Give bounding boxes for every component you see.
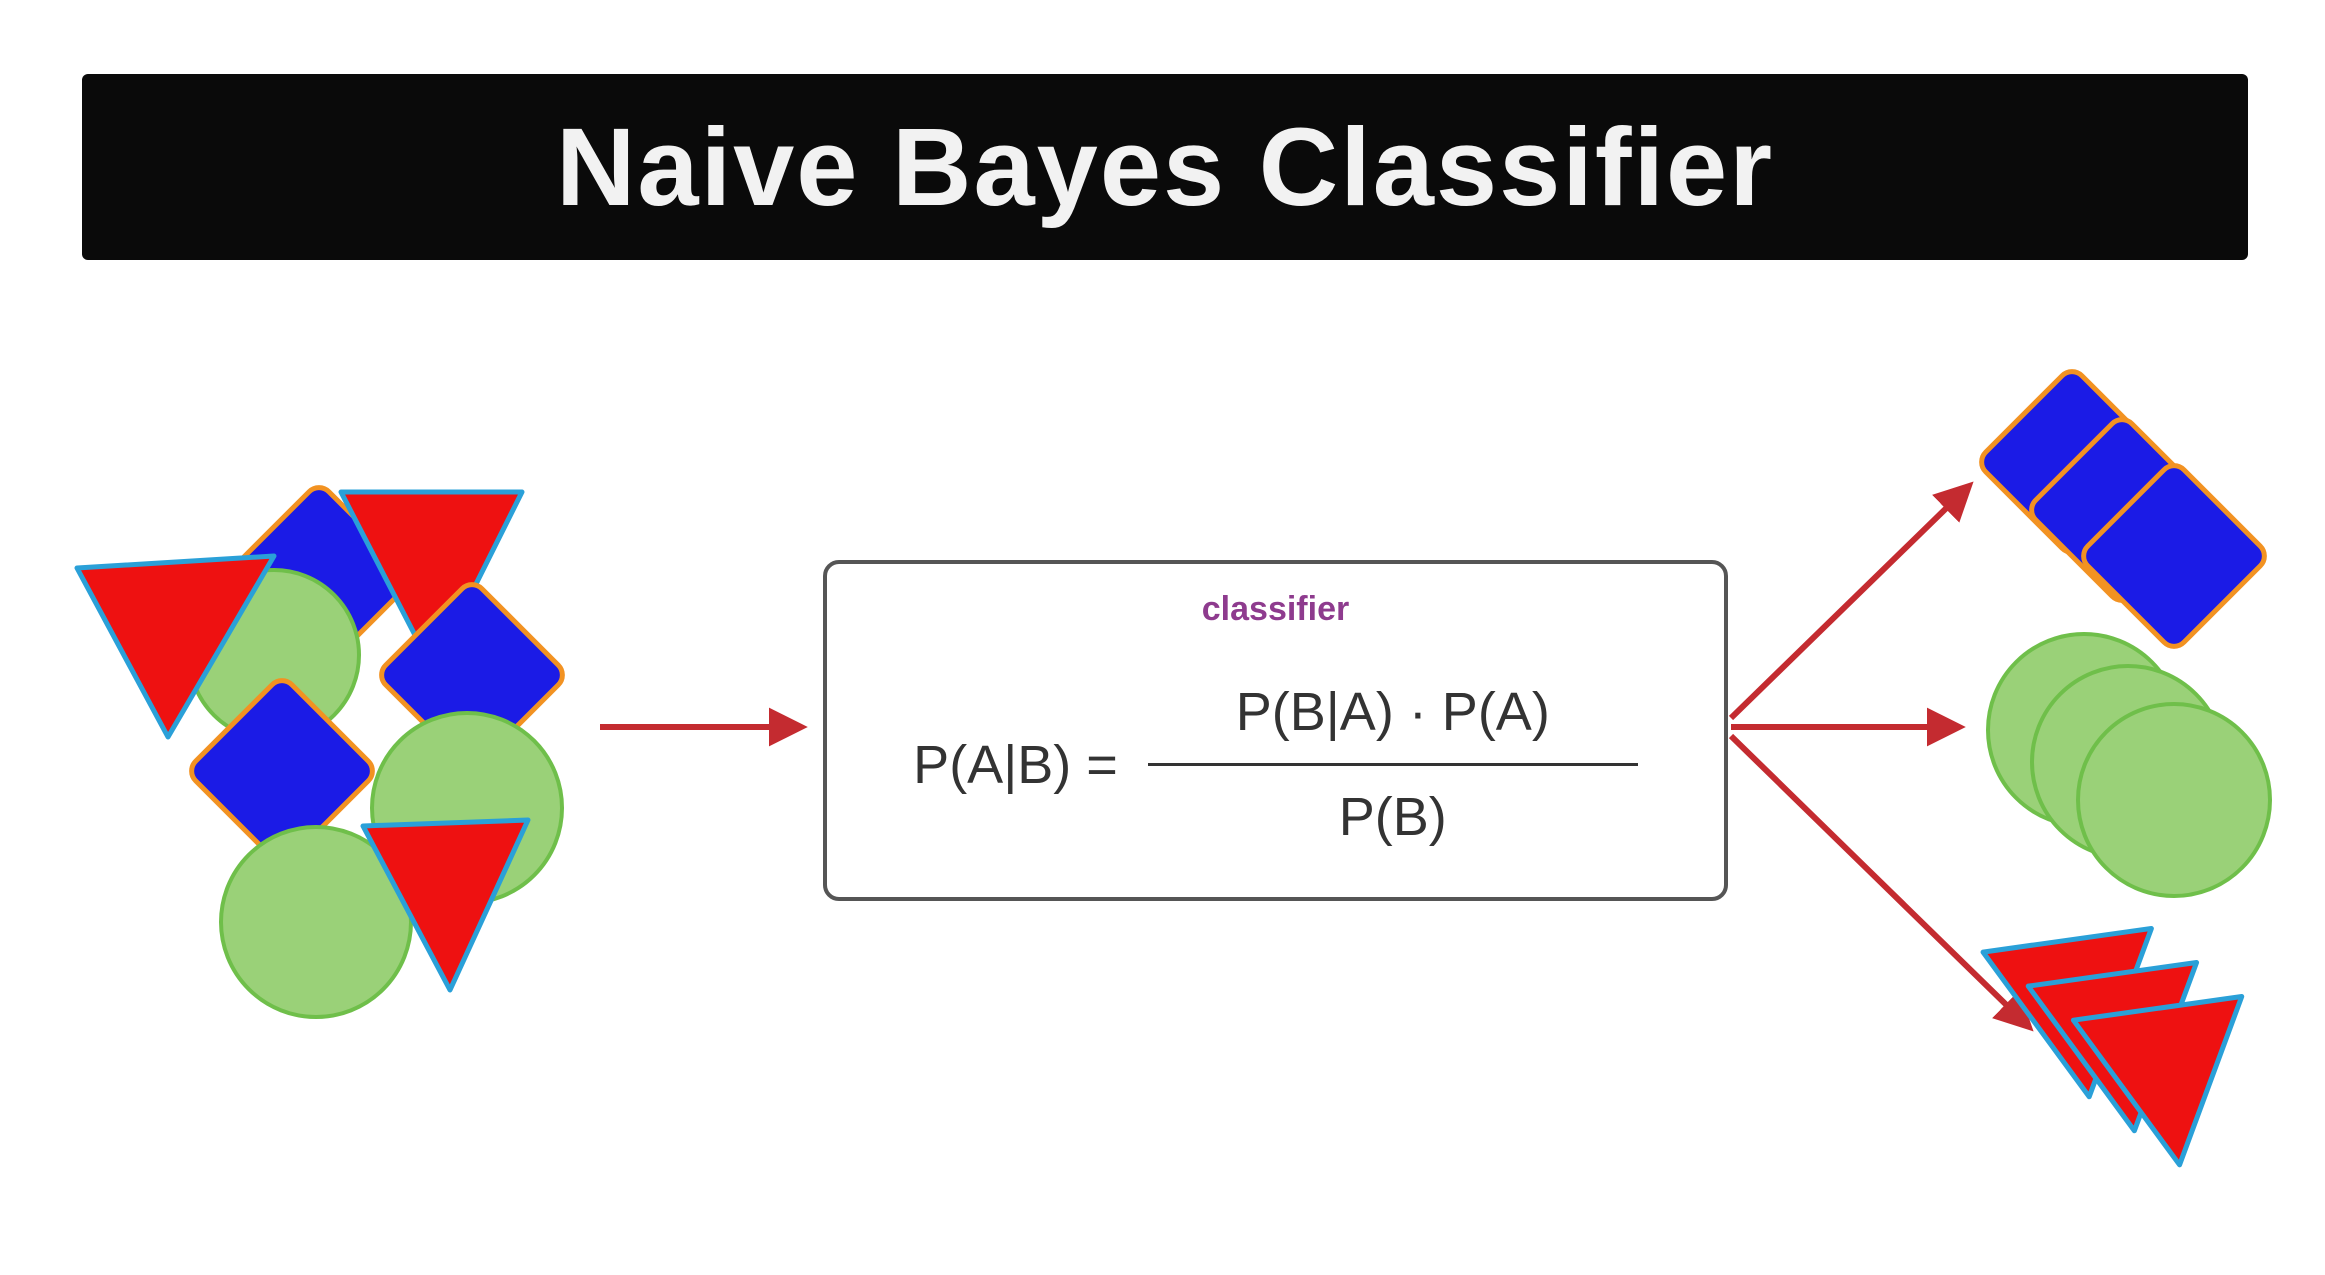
output-red-triangle-3	[2070, 994, 2245, 1168]
input-red-triangle-1	[338, 489, 525, 673]
page-title: Naive Bayes Classifier	[555, 105, 1775, 229]
output-circle-group	[1986, 632, 2272, 898]
bayes-formula: P(A|B) = P(B|A) · P(A) P(B)	[913, 681, 1638, 848]
input-green-circle-3	[219, 825, 413, 1019]
output-green-circle-3	[2076, 702, 2272, 898]
input-red-triangle-3	[360, 817, 531, 993]
output-arrow-top	[1728, 481, 1974, 721]
classifier-box: classifier P(A|B) = P(B|A) · P(A) P(B)	[823, 560, 1728, 901]
formula-lhs: P(A|B) =	[913, 734, 1118, 795]
input-blue-diamond-3	[189, 678, 375, 864]
input-shapes-cluster	[74, 485, 565, 1019]
output-blue-diamond-3	[2081, 463, 2267, 649]
output-diamond-group	[1979, 369, 2267, 649]
output-arrow-bottom	[1728, 733, 2034, 1032]
input-red-triangle-2	[74, 553, 277, 740]
formula-fraction: P(B|A) · P(A) P(B)	[1147, 681, 1638, 848]
formula-denominator: P(B)	[1338, 787, 1447, 847]
formula-numerator: P(B|A) · P(A)	[1147, 681, 1638, 766]
output-triangle-group	[1980, 925, 2245, 1168]
title-bar: Naive Bayes Classifier	[82, 74, 2248, 260]
classifier-label: classifier	[1201, 590, 1350, 628]
